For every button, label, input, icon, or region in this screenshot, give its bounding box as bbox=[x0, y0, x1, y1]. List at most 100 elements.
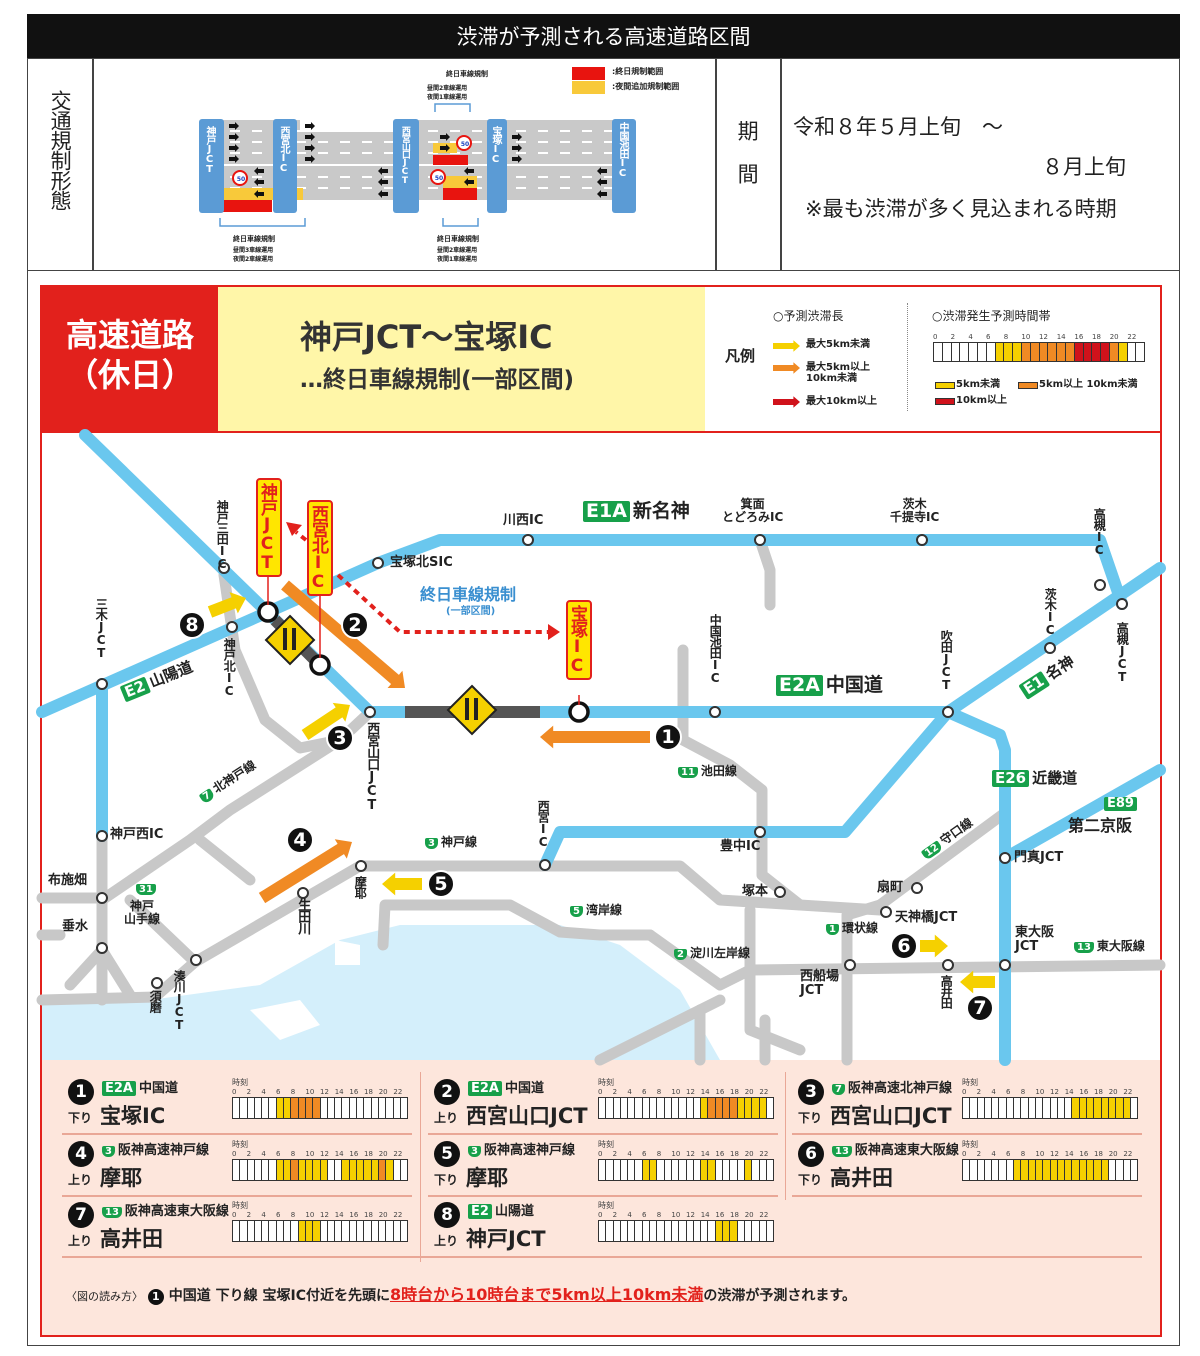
point-badge-2[interactable]: 2 bbox=[341, 611, 369, 639]
arrow-right-icon bbox=[305, 144, 315, 152]
timeline-bar bbox=[962, 1159, 1138, 1181]
bracket-top-night: 夜間1車線運用 bbox=[427, 94, 468, 101]
hour-cell bbox=[612, 1221, 620, 1241]
hour-cell bbox=[1064, 1098, 1071, 1118]
divider bbox=[420, 1072, 421, 1262]
label-daini-keihan: 第二京阪 bbox=[1068, 816, 1133, 835]
label-kobe-yamate-line: 神戸 山手線 bbox=[124, 899, 161, 927]
takarazuka-ic-label: 宝塚IC bbox=[567, 605, 587, 675]
hour-cell bbox=[1049, 1098, 1057, 1118]
timeline-label: 時刻 bbox=[598, 1201, 614, 1210]
tick-label: 18 bbox=[730, 1088, 739, 1096]
route-name: 池田線 bbox=[700, 764, 737, 778]
card-direction: 下り bbox=[68, 1111, 93, 1125]
speed-limit-value: 50 bbox=[435, 175, 443, 182]
hour-cell bbox=[656, 1098, 663, 1118]
category-sub: （休日） bbox=[65, 356, 194, 394]
route-name: 阪神高速東大阪線 bbox=[854, 1143, 959, 1158]
legend-length-1: 最大5km未満 bbox=[806, 339, 871, 350]
point-badge-4[interactable]: 4 bbox=[286, 826, 314, 854]
tick-label: 2 bbox=[976, 1150, 982, 1158]
hour-cell bbox=[941, 343, 951, 361]
hour-cell bbox=[1020, 343, 1030, 361]
category-block bbox=[42, 287, 218, 432]
point-badge-7[interactable]: 7 bbox=[966, 994, 994, 1022]
hour-cell bbox=[1012, 343, 1021, 361]
arrow-left-icon bbox=[254, 178, 264, 186]
card-direction: 上り bbox=[68, 1234, 93, 1248]
hour-cell bbox=[692, 1160, 700, 1180]
ic-node bbox=[880, 906, 892, 918]
hour-cell bbox=[1117, 343, 1127, 361]
point-badge-1[interactable]: 1 bbox=[654, 723, 682, 751]
point-badge-6[interactable]: 6 bbox=[890, 932, 918, 960]
route-name: 中国道 bbox=[139, 1081, 179, 1096]
tick-label: 6 bbox=[642, 1211, 647, 1219]
hour-cell bbox=[239, 1160, 246, 1180]
hour-cell bbox=[1078, 1160, 1087, 1180]
hour-cell bbox=[268, 1098, 275, 1118]
ic-node bbox=[96, 678, 108, 690]
hour-cell bbox=[1108, 343, 1118, 361]
ic-node bbox=[96, 892, 108, 904]
arrow-right-icon bbox=[305, 133, 315, 141]
card-badge: 2 bbox=[434, 1079, 460, 1105]
nishinomiya-kita-ic-label: 西宮北IC bbox=[308, 505, 328, 591]
hour-cell bbox=[670, 1221, 678, 1241]
hour-cell bbox=[976, 343, 986, 361]
hour-cell bbox=[700, 1160, 708, 1180]
point-badge-8[interactable]: 8 bbox=[178, 611, 206, 639]
ic-node bbox=[774, 886, 786, 898]
hour-cell bbox=[634, 1221, 641, 1241]
card-place: 摩耶 bbox=[466, 1166, 508, 1190]
takarazuka-ic-box: 宝塚IC bbox=[566, 600, 592, 680]
point-badge-3[interactable]: 3 bbox=[326, 724, 354, 752]
hour-cell bbox=[765, 1098, 773, 1118]
card-badge: 7 bbox=[68, 1202, 94, 1228]
ic-node bbox=[96, 830, 108, 842]
timeline-bar bbox=[598, 1159, 774, 1181]
node-nishinomiya-yamaguchi-jct: 西宮山口JCT bbox=[399, 126, 410, 185]
label-nishinomiya-yamaguchi-jct: 西宮山口JCT bbox=[364, 722, 380, 812]
tick-label: 2 bbox=[612, 1211, 618, 1219]
tick-label: 2 bbox=[950, 333, 956, 341]
tick-label: 14 bbox=[334, 1150, 344, 1158]
hour-cell bbox=[722, 1160, 729, 1180]
arrow-shape bbox=[773, 396, 800, 408]
hour-cell bbox=[253, 1098, 261, 1118]
hour-cell bbox=[363, 1098, 370, 1118]
timeline-bar bbox=[232, 1220, 408, 1242]
hour-cell bbox=[1049, 1160, 1057, 1180]
hour-cell bbox=[685, 1221, 693, 1241]
arrow-right-icon bbox=[512, 144, 522, 152]
allday-regulation-area bbox=[223, 200, 272, 212]
ic-node bbox=[942, 706, 954, 718]
tick-label: 12 bbox=[320, 1088, 329, 1096]
hour-cell bbox=[348, 1098, 356, 1118]
swatch-level2 bbox=[1018, 382, 1038, 389]
hour-cell bbox=[1029, 343, 1039, 361]
hour-cell bbox=[1100, 1098, 1108, 1118]
route-name: 神戸線 bbox=[440, 835, 477, 849]
arrow-right-icon bbox=[305, 122, 315, 130]
ic-node bbox=[190, 954, 202, 966]
tick-label: 22 bbox=[393, 1211, 403, 1219]
arrow-shape bbox=[207, 592, 246, 618]
tick-label: 12 bbox=[686, 1211, 695, 1219]
route-name: 近畿道 bbox=[1032, 769, 1078, 787]
route-shield: 13 bbox=[832, 1146, 852, 1157]
point-badge-5[interactable]: 5 bbox=[427, 870, 455, 898]
allday-regulation-area bbox=[433, 155, 468, 165]
arrow-shape bbox=[382, 872, 422, 896]
congestion-arrow-3 bbox=[301, 702, 350, 740]
hour-cell bbox=[363, 1160, 371, 1180]
hour-cell bbox=[670, 1098, 678, 1118]
